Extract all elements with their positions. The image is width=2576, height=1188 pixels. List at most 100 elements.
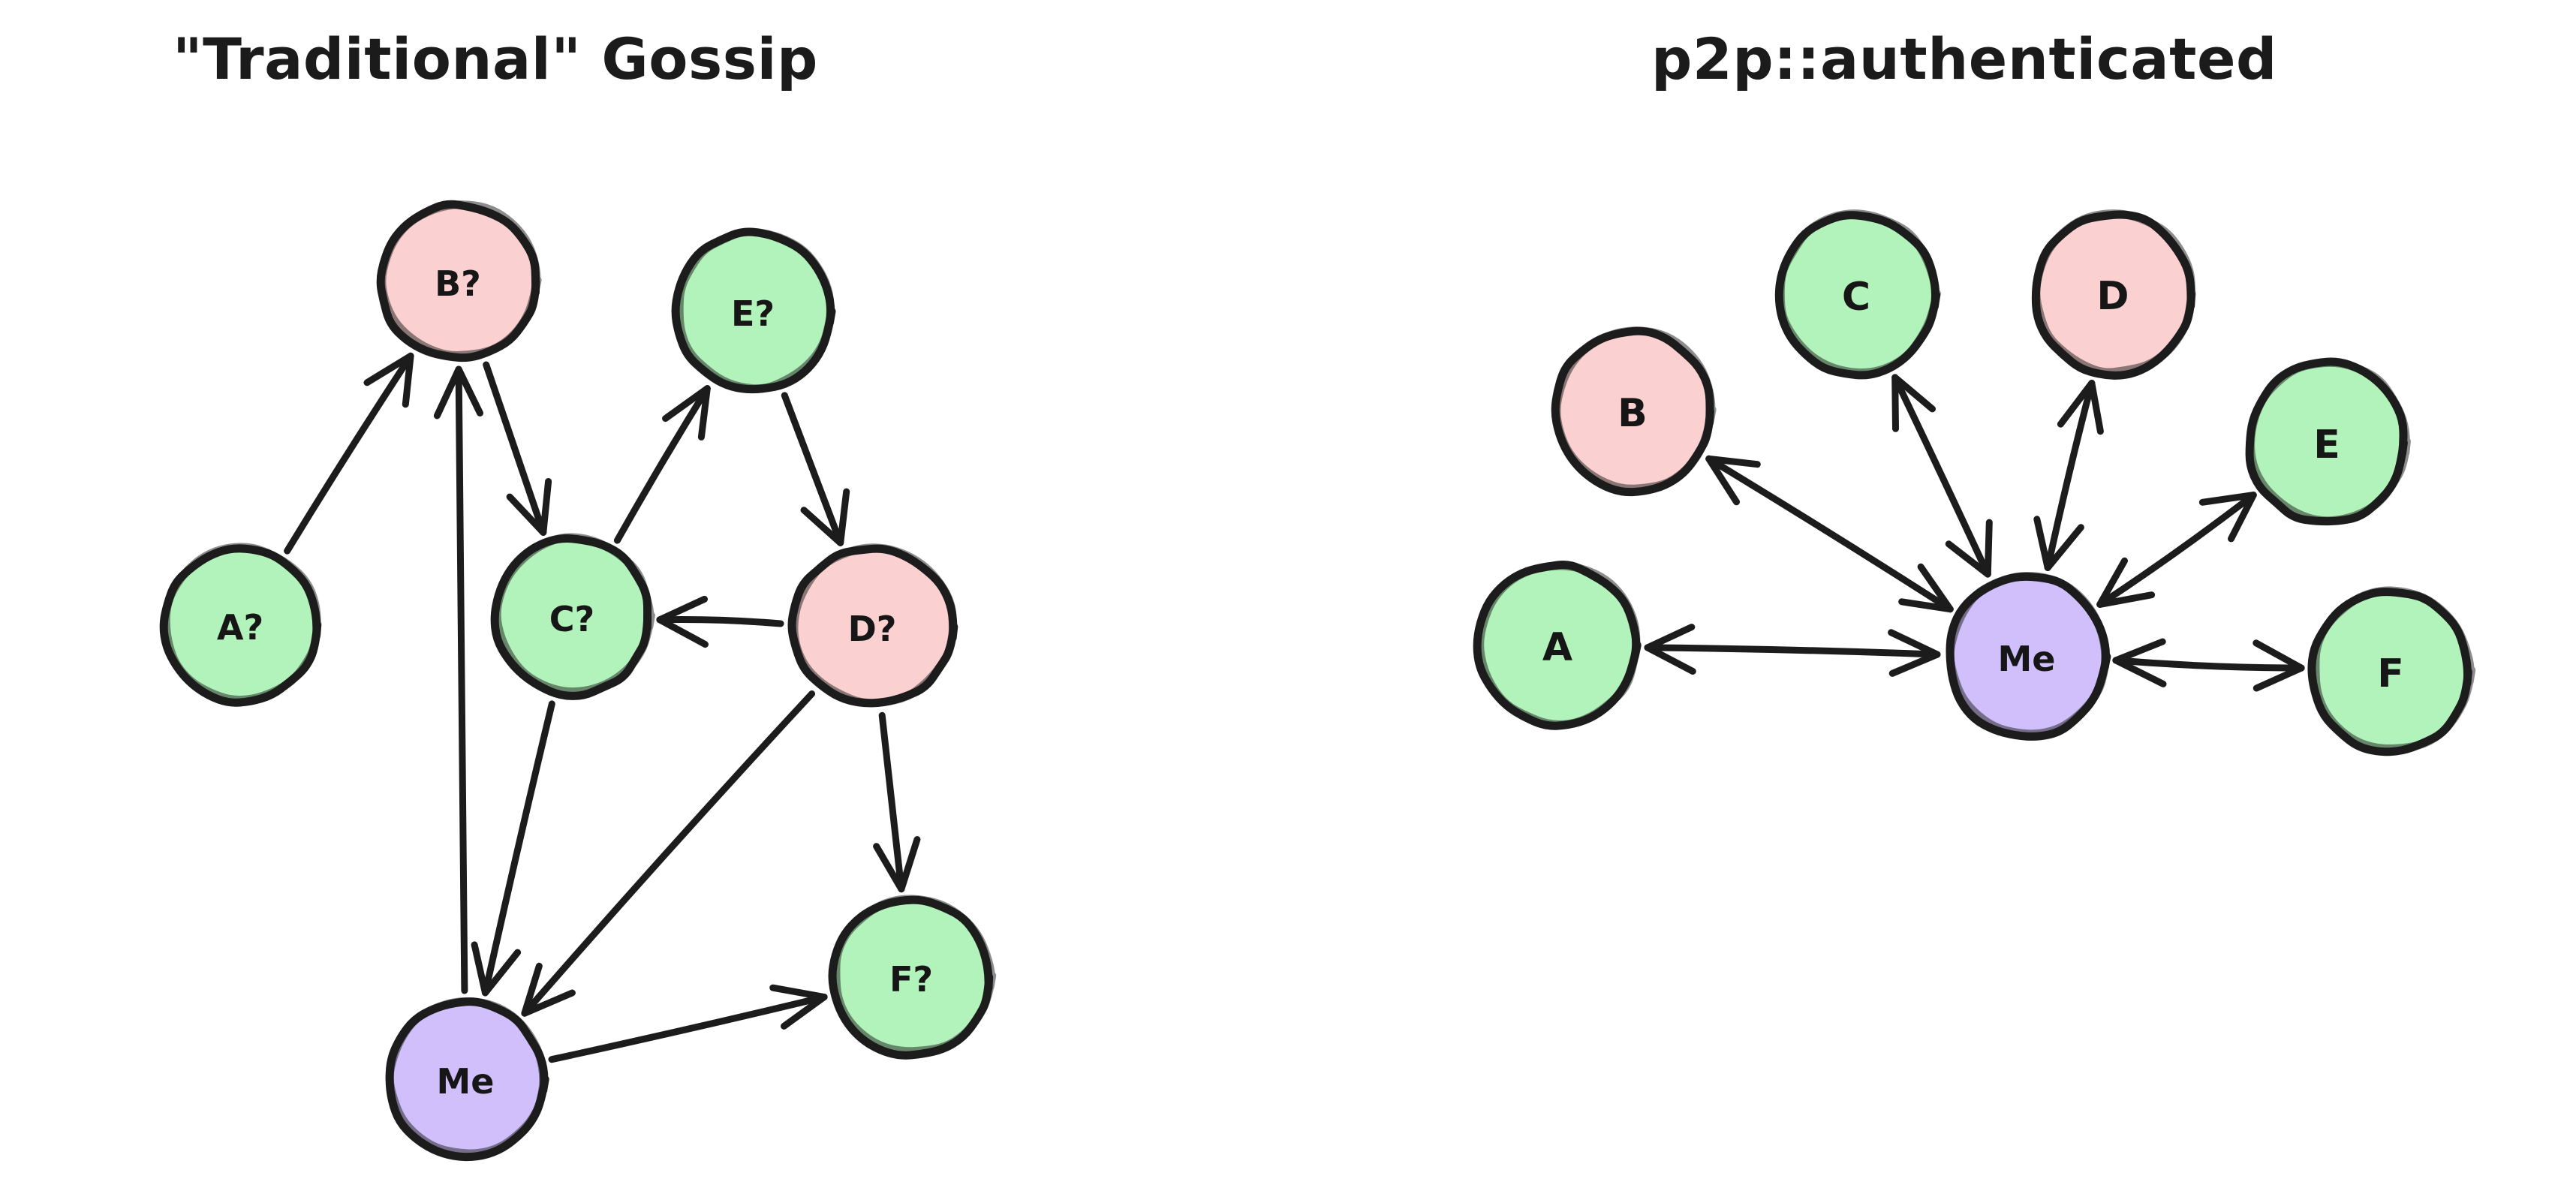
node-label-b: B? [435,263,481,304]
node-sketch-pass-a [161,543,322,705]
node-sketch-pass-c [1776,209,1941,377]
panel-title-traditional-gossip: "Traditional" Gossip [173,26,818,92]
arrowhead-to-me [1888,629,1941,677]
arrowhead-to-c [1891,374,1936,432]
edge-line [482,700,555,997]
node-sketch-pass-me [385,997,549,1158]
node-label-c: C [1842,275,1870,320]
node-label-f: F? [889,959,933,1000]
edge-line [781,392,844,546]
node-sketch-pass-b [378,200,542,359]
node-e[interactable]: E? [671,227,836,394]
edge-line [521,690,816,1017]
edge-b-to-c [483,361,552,536]
edge-me-to-a [1644,624,1941,677]
node-sketch-pass-a [1476,561,1642,729]
arrowhead-to-me [2096,557,2156,608]
panel-traditional-gossip: B? E? A? C? D? F? Me "Traditional" Gossip [159,26,997,1162]
edge-me-to-b [1705,455,1954,613]
arrowhead-to-f [769,984,828,1030]
edge-line [1891,374,1991,578]
node-me[interactable]: Me [385,997,549,1162]
node-label-me: Me [1998,639,2056,679]
arrowhead-to-me [2112,638,2167,687]
node-sketch-pass-e [675,227,835,393]
node-sketch-pass-b [1552,326,1717,493]
edge-me-to-f [548,984,828,1063]
node-c[interactable]: C [1774,209,1941,380]
edge-line [878,711,905,893]
edge-me-to-f [2112,638,2305,692]
node-b[interactable]: B [1551,326,1717,497]
node-label-d: D [2096,274,2129,319]
node-d[interactable]: D [2031,209,2196,380]
arrowhead-to-c [656,595,709,648]
node-a[interactable]: A? [159,543,322,707]
arrowhead-to-c [506,478,552,536]
edge-line [284,352,414,555]
edge-line [2112,657,2305,672]
node-sketch-pass-e [2246,358,2411,525]
node-a[interactable]: A [1473,560,1642,730]
arrowhead-to-me [471,941,522,997]
edge-line [548,994,828,1063]
edge-d-to-f [873,711,921,893]
node-b[interactable]: B? [376,200,542,362]
node-label-a: A [1542,625,1572,670]
edge-line [1644,644,1941,658]
node-sketch-pass-d [790,543,958,708]
edge-line [483,361,547,536]
node-sketch-pass-c [492,533,655,696]
node-sketch-pass-d [2032,209,2196,377]
node-layer-traditional-gossip: B? E? A? C? D? F? Me [159,200,997,1162]
edge-layer-p2p-authenticated [1644,374,2305,692]
edge-layer-traditional-gossip [284,352,921,1063]
node-sketch-pass-f [832,895,997,1056]
edge-line [1705,455,1954,613]
node-e[interactable]: E [2245,357,2411,526]
node-layer-p2p-authenticated: B C D E A F Me [1473,209,2476,756]
arrowhead-to-a [1644,624,1696,675]
arrowhead-to-b [1705,455,1761,506]
node-me[interactable]: Me [1946,571,2111,741]
arrowhead-to-e [2198,492,2257,543]
arrowhead-to-me [1898,563,1954,613]
node-label-a: A? [217,607,263,648]
edge-d-to-me [521,690,816,1017]
node-label-e: E? [731,293,775,334]
node-f[interactable]: F [2307,586,2476,756]
arrowhead-to-f [873,836,921,893]
node-d[interactable]: D? [787,543,958,708]
arrowhead-to-e [662,385,711,441]
node-sketch-pass-f [2311,586,2476,753]
edge-line [2096,492,2257,608]
node-f[interactable]: F? [828,895,997,1060]
arrowhead-to-me [2033,516,2084,571]
arrowhead-to-d [2057,380,2104,435]
arrowhead-to-b [433,365,483,420]
arrowhead-to-b [363,352,414,408]
edge-line [455,365,468,994]
arrowhead-to-me [521,962,576,1017]
edge-a-to-b [284,352,414,555]
node-c[interactable]: C? [490,533,655,700]
edge-d-to-c [656,595,784,648]
node-sketch-pass-me [1946,571,2111,738]
edge-e-to-d [781,392,850,546]
node-label-f: F [2377,651,2404,696]
node-label-e: E [2313,423,2340,468]
edge-c-to-e [613,385,711,544]
edge-line [2044,380,2096,571]
arrowhead-to-f [2252,639,2305,692]
arrowhead-to-d [800,488,850,546]
node-label-b: B [1618,391,1648,436]
edge-line [656,616,784,627]
edge-me-to-e [2096,492,2257,608]
edge-me-to-c [1891,374,1993,578]
edge-me-to-b [433,365,483,994]
node-label-d: D? [848,609,897,649]
edge-me-to-d [2033,380,2104,571]
edge-c-to-me [471,700,555,997]
